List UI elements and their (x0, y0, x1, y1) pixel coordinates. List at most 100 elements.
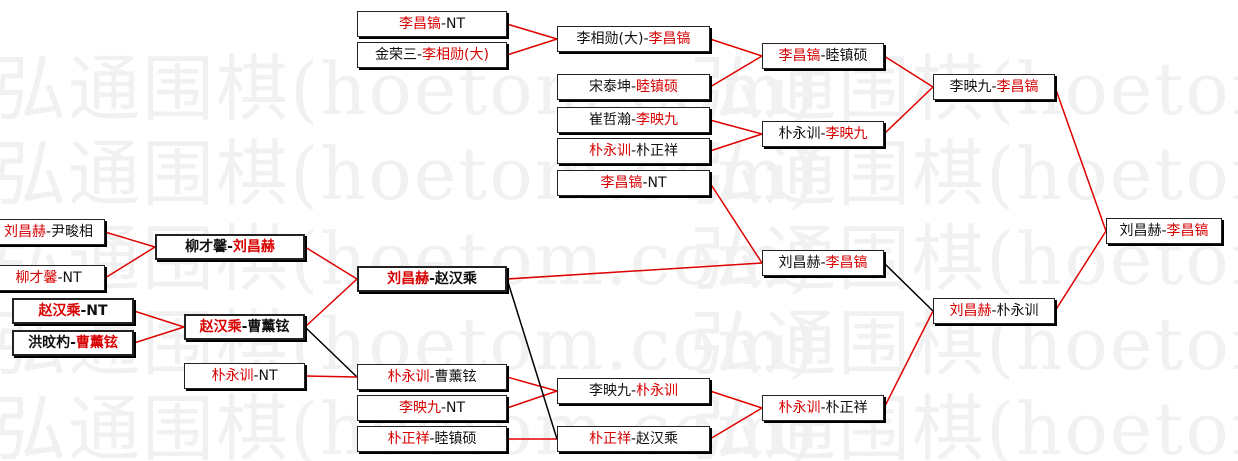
player-name: 刘昌赫 (387, 271, 430, 287)
match-m27: 刘昌赫-朴永训 (933, 298, 1055, 324)
match-separator: - (820, 48, 826, 64)
player-name: 李昌镐 (996, 79, 1039, 95)
player-name: 李映九 (588, 383, 631, 399)
bracket-link-m27-m28 (1054, 230, 1107, 312)
match-m12: 刘昌赫-尹畯相 (0, 219, 105, 245)
bracket-link-m16-m17 (133, 326, 185, 344)
player-name: 朴正祥 (588, 431, 631, 447)
player-name: 李相勋(大) (422, 47, 489, 63)
bracket-link-m7-m8 (709, 38, 763, 57)
match-separator: - (630, 383, 637, 399)
match-separator: - (630, 431, 637, 447)
player-name: 赵汉乘 (636, 431, 679, 447)
match-m21: 李映九-NT (357, 395, 507, 421)
bracket-link-m15-m17 (133, 310, 185, 328)
player-name: 朴永训 (778, 400, 821, 416)
bracket-link-m11-m27 (883, 262, 934, 312)
match-m18: 刘昌赫-赵汉乘 (357, 266, 507, 292)
player-name: 朴永训 (387, 369, 430, 385)
match-separator: - (991, 303, 997, 319)
player-name: 刘昌赫 (232, 239, 275, 255)
match-separator: - (429, 431, 435, 447)
match-separator: - (70, 335, 76, 351)
player-name: 宋泰坤 (588, 79, 631, 95)
match-separator: - (643, 31, 649, 47)
bracket-link-m12-m14 (104, 231, 156, 248)
player-name: NT (446, 400, 466, 416)
match-m19: 朴永训-NT (184, 363, 305, 389)
player-name: NT (258, 368, 278, 384)
player-name: 柳才馨 (185, 239, 228, 255)
match-separator: - (429, 369, 435, 385)
bracket-link-m5-m9 (709, 133, 763, 152)
match-m13: 柳才馨-NT (0, 265, 105, 291)
player-name: 朴永训 (588, 143, 631, 159)
match-separator: - (1161, 223, 1167, 239)
bracket-link-m4-m9 (709, 119, 763, 135)
bracket-link-m18-m24 (506, 278, 558, 440)
player-name: 曹薰铉 (247, 319, 290, 335)
player-name: 李昌镐 (1166, 223, 1209, 239)
player-name: 睦镇硕 (636, 79, 679, 95)
match-m5: 朴永训-朴正祥 (557, 138, 710, 164)
match-separator: - (820, 400, 826, 416)
player-name: 李昌镐 (825, 255, 868, 271)
player-name: 朴永训 (996, 303, 1039, 319)
player-name: 尹畯相 (51, 224, 94, 240)
player-name: 李昌镐 (600, 175, 643, 191)
bracket-link-m13-m14 (104, 246, 156, 279)
player-name: 睦镇硕 (825, 48, 868, 64)
player-name: 李映九 (636, 112, 679, 128)
match-m7: 李相勋(大)-李昌镐 (557, 26, 710, 52)
bracket-link-m17-m18 (304, 278, 358, 328)
match-separator: - (429, 271, 435, 287)
match-separator: - (57, 270, 63, 286)
bracket-link-m20-m23 (506, 376, 558, 392)
player-name: 朴永训 (211, 368, 254, 384)
player-name: 曹薰铉 (434, 369, 477, 385)
player-name: 李昌镐 (778, 48, 821, 64)
player-name: 洪旼杓 (28, 335, 71, 351)
player-name: 李映九 (825, 126, 868, 142)
player-name: 柳才馨 (15, 270, 58, 286)
match-separator: - (630, 143, 637, 159)
match-m2: 金荣三-李相勋(大) (357, 42, 507, 68)
match-separator: - (440, 400, 447, 416)
player-name: 李映九 (398, 400, 441, 416)
bracket-link-m23-m25 (709, 390, 763, 409)
bracket-link-m19-m20 (304, 375, 358, 378)
match-m11: 刘昌赫-李昌镐 (762, 250, 884, 276)
player-name: 朴正祥 (825, 400, 868, 416)
player-name: 赵汉乘 (434, 271, 477, 287)
player-name: 朴永训 (778, 126, 821, 142)
player-name: 李昌镐 (398, 16, 441, 32)
player-name: 李昌镐 (648, 31, 691, 47)
player-name: 曹薰铉 (75, 335, 118, 351)
match-m15: 赵汉乘-NT (12, 298, 134, 324)
bracket-link-m24-m25 (709, 407, 763, 440)
match-m22: 朴正祥-睦镇硕 (357, 426, 507, 452)
player-name: 刘昌赫 (778, 255, 821, 271)
match-m16: 洪旼杓-曹薰铉 (12, 330, 134, 356)
match-m8: 李昌镐-睦镇硕 (762, 43, 884, 69)
match-m1: 李昌镐-NT (357, 11, 507, 37)
match-separator: - (642, 175, 648, 191)
match-m14: 柳才馨-刘昌赫 (155, 234, 305, 260)
match-m24: 朴正祥-赵汉乘 (557, 426, 710, 452)
player-name: 崔哲瀚 (588, 112, 631, 128)
bracket-link-m6-m11 (709, 182, 763, 264)
bracket-link-m8-m10 (883, 55, 934, 88)
player-name: 朴正祥 (387, 431, 430, 447)
match-separator: - (80, 303, 87, 319)
match-separator: - (417, 47, 423, 63)
bracket-link-m21-m23 (506, 390, 558, 409)
player-name: 刘昌赫 (1119, 223, 1162, 239)
player-name: NT (62, 270, 82, 286)
match-m4: 崔哲瀚-李映九 (557, 107, 710, 133)
player-name: 刘昌赫 (949, 303, 992, 319)
bracket-link-m3-m8 (709, 55, 763, 88)
match-m28: 刘昌赫-李昌镐 (1106, 218, 1222, 244)
player-name: NT (446, 16, 466, 32)
match-m23: 李映九-朴永训 (557, 378, 710, 404)
